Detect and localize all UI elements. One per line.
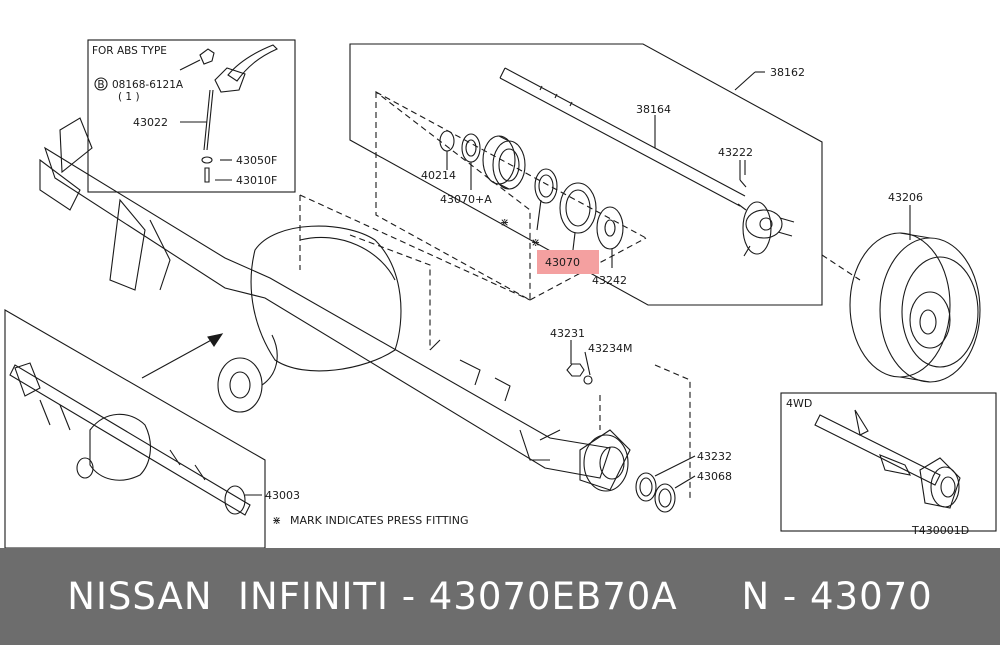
- label-43050f: 43050F: [236, 154, 277, 167]
- abs-sensor-shape: [227, 44, 278, 82]
- abs-bolt-qty: ( 1 ): [118, 91, 140, 103]
- banner-text: NISSAN INFINITI - 43070EB70A N - 43070: [67, 575, 933, 618]
- washer: [583, 375, 593, 385]
- housing-flange: [583, 434, 629, 492]
- axle-4wd: [814, 409, 961, 509]
- abs-bolt-code: 08168-6121A: [112, 79, 184, 91]
- abs-cable: [203, 89, 211, 151]
- label-43206: 43206: [888, 191, 923, 204]
- label-38162: 38162: [770, 66, 805, 79]
- label-43232: 43232: [697, 450, 732, 463]
- abs-type-box: [87, 39, 296, 193]
- part-43070-ring: [559, 182, 597, 234]
- press-mark-1: ⋇: [500, 216, 509, 229]
- oil-seal: [534, 168, 558, 204]
- label-43070: 43070: [545, 256, 580, 269]
- abs-box-title: FOR ABS TYPE: [92, 45, 167, 57]
- part-number-banner: NISSAN INFINITI - 43070EB70A N - 43070: [0, 548, 1000, 645]
- label-43022: 43022: [133, 116, 168, 129]
- axle-shaft: [499, 67, 795, 257]
- wheel-bearing: [482, 135, 526, 190]
- bolt-callout-circle: [94, 77, 108, 91]
- axle-housing: [39, 117, 631, 492]
- label-43068: 43068: [697, 470, 732, 483]
- gasket-43068: [654, 483, 676, 513]
- nut: [566, 363, 585, 377]
- box-4wd: [780, 392, 997, 532]
- press-mark-legend: ⋇: [272, 514, 281, 527]
- abs-bolt-shape: [199, 48, 215, 65]
- label-43010f: 43010F: [236, 174, 277, 187]
- label-43070a: 43070+A: [440, 193, 492, 206]
- bolt-circle-letter: B: [97, 79, 104, 91]
- bearing-box: [375, 90, 531, 301]
- label-43222: 43222: [718, 146, 753, 159]
- axle-assembly: [9, 362, 251, 516]
- box-4wd-label: 4WD: [786, 397, 812, 410]
- highlight-box: [537, 250, 599, 274]
- snap-ring: [439, 130, 455, 152]
- mark-note: MARK INDICATES PRESS FITTING: [290, 514, 469, 527]
- label-43234m: 43234M: [588, 342, 632, 355]
- direction-arrow: [141, 337, 216, 379]
- label-38164: 38164: [636, 103, 671, 116]
- collar: [461, 133, 481, 163]
- drawing-code: T430001D: [911, 524, 969, 537]
- brake-drum: [849, 232, 981, 383]
- axle-shaft-box: [349, 43, 823, 306]
- label-40214: 40214: [421, 169, 456, 182]
- parts-diagram: FOR ABS TYPE B 08168-6121A ( 1 ) 43022 4…: [4, 39, 997, 548]
- gasket-43232: [635, 472, 657, 502]
- label-43231: 43231: [550, 327, 585, 340]
- label-43003: 43003: [265, 489, 300, 502]
- abs-sensor-head: [214, 67, 246, 93]
- assembly-box: [4, 309, 266, 548]
- abs-grommet: [201, 156, 213, 164]
- abs-screw: [204, 167, 210, 183]
- press-mark-2: ⋇: [531, 236, 540, 249]
- retainer-plate: [596, 206, 624, 250]
- label-43242: 43242: [592, 274, 627, 287]
